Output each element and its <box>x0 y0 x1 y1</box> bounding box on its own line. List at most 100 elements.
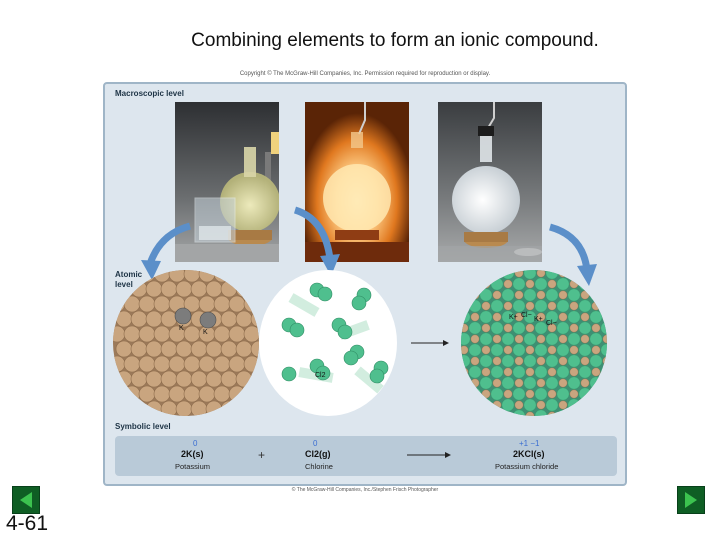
potassium-ion <box>514 378 524 388</box>
potassium-charge: 0 <box>193 439 198 448</box>
potassium-atom <box>205 280 223 298</box>
chloride-ion <box>468 343 482 357</box>
chloride-ion <box>600 299 607 313</box>
potassium-ion <box>602 400 607 410</box>
chloride-ion <box>589 310 603 324</box>
previous-slide-button[interactable] <box>12 486 40 514</box>
potassium-ion <box>503 345 513 355</box>
potassium-atom <box>145 370 163 388</box>
potassium-atom <box>220 370 238 388</box>
potassium-atom <box>183 325 201 343</box>
potassium-ion <box>602 334 607 344</box>
chloride-ion <box>567 332 581 346</box>
potassium-ion <box>536 312 546 322</box>
potassium-ion <box>514 312 524 322</box>
potassium-atom <box>235 280 253 298</box>
chloride-ion <box>600 387 607 401</box>
chloride-ion <box>523 354 537 368</box>
potassium-ion <box>547 323 557 333</box>
potassium-ion <box>503 367 513 377</box>
chloride-ion <box>545 310 559 324</box>
potassium-atom <box>123 295 141 313</box>
potassium-ion <box>558 356 568 366</box>
chloride-ion <box>501 332 515 346</box>
chloride-ion <box>567 270 581 280</box>
potassium-ion <box>481 367 491 377</box>
chloride-ion <box>589 270 603 280</box>
chloride-ion <box>567 310 581 324</box>
chloride-ion <box>545 288 559 302</box>
potassium-ion <box>514 290 524 300</box>
potassium-ion <box>569 279 579 289</box>
chloride-ion <box>589 398 603 412</box>
chloride-ion <box>545 398 559 412</box>
potassium-atom <box>153 355 171 373</box>
potassium-chloride-crystal <box>461 270 607 416</box>
chloride-ion <box>461 376 471 390</box>
potassium-label-1: K <box>179 325 184 332</box>
figure-panel: Macroscopic level <box>103 82 627 486</box>
potassium-ion <box>547 301 557 311</box>
potassium-ion <box>481 389 491 399</box>
potassium-ion <box>492 400 502 410</box>
potassium-atom <box>160 310 178 328</box>
chloride-ion <box>479 354 493 368</box>
potassium-atom <box>168 385 186 403</box>
potassium-ion <box>470 312 480 322</box>
potassium-atom <box>198 355 216 373</box>
potassium-ion <box>558 312 568 322</box>
potassium-ion <box>525 323 535 333</box>
photo-reaction-image <box>305 102 409 262</box>
potassium-atom <box>160 370 178 388</box>
potassium-ion <box>591 345 601 355</box>
potassium-atom <box>213 355 231 373</box>
potassium-ion <box>481 323 491 333</box>
zoom-arrow-product-head <box>577 264 597 286</box>
potassium-ion <box>591 323 601 333</box>
chloride-ion <box>600 409 607 416</box>
chloride-ion <box>512 387 526 401</box>
potassium-ion <box>503 279 513 289</box>
chloride-ion <box>578 299 592 313</box>
photo-potassium-and-chlorine <box>175 102 279 262</box>
ion-label-cl-minus-1: Cl− <box>521 312 532 319</box>
chloride-ion <box>534 387 548 401</box>
potassium-atom <box>198 295 216 313</box>
chloride-ion <box>578 365 592 379</box>
next-slide-button[interactable] <box>677 486 705 514</box>
potassium-ion <box>514 270 524 278</box>
potassium-ion <box>525 411 535 416</box>
potassium-ion <box>492 290 502 300</box>
potassium-atom <box>235 310 253 328</box>
potassium-ion <box>558 400 568 410</box>
chloride-ion <box>534 299 548 313</box>
chloride-ion <box>501 288 515 302</box>
ion-label-k-plus-1: K+ <box>509 314 518 321</box>
potassium-atom <box>153 385 171 403</box>
potassium-atom <box>243 270 259 283</box>
triangle-left-icon <box>20 492 32 508</box>
potassium-atom <box>115 370 133 388</box>
chlorine-molecule-label: Cl2 <box>315 372 326 379</box>
potassium-atom <box>123 325 141 343</box>
potassium-atom <box>213 325 231 343</box>
potassium-ion <box>514 356 524 366</box>
copyright-top: Copyright © The McGraw-Hill Companies, I… <box>239 71 491 77</box>
potassium-atom <box>235 400 253 416</box>
chloride-ion <box>479 398 493 412</box>
chloride-ion <box>600 277 607 291</box>
chloride-ion <box>501 354 515 368</box>
potassium-atom <box>113 385 126 403</box>
potassium-ion <box>470 334 480 344</box>
chloride-ion <box>545 376 559 390</box>
potassium-ion <box>547 345 557 355</box>
chloride-ion <box>501 310 515 324</box>
chloride-ion <box>490 409 504 416</box>
chloride-ion <box>545 332 559 346</box>
potassium-ion <box>591 301 601 311</box>
potassium-atom <box>220 400 238 416</box>
chloride-ion <box>534 321 548 335</box>
potassium-ion <box>461 389 469 399</box>
chloride-ion <box>479 332 493 346</box>
chloride-ion <box>578 343 592 357</box>
